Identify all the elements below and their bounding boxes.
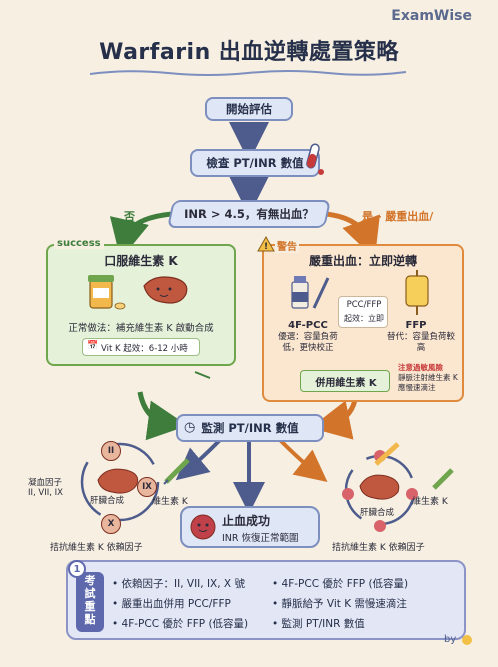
pcc-label: 4F-PCC	[288, 320, 328, 331]
liver-icon	[143, 276, 188, 304]
oral-vitk-title: 口服維生素 K	[104, 254, 178, 268]
right-vitk-label: 維生素 K	[412, 497, 448, 507]
yes-label: 是 - 嚴重出血/	[362, 210, 434, 223]
summary-panel	[66, 560, 466, 640]
left-syringe-icon	[163, 458, 190, 485]
severe-title: 嚴重出血：立即逆轉	[308, 254, 417, 268]
right-liver-label: 肝臟合成	[360, 508, 395, 518]
summary-left-item-2: • 嚴重出血併用 PCC/FFP	[112, 598, 231, 610]
pcc-ffp-label: PCC/FFP	[346, 300, 382, 310]
right-syringe-icon-a	[374, 442, 400, 466]
page-title: Warfarin 出血逆轉處置策略	[99, 40, 399, 65]
start-node: 開始評估	[205, 97, 293, 121]
pill-bottle-icon	[88, 275, 126, 310]
left-cycle-bottom: 拮抗維生素 K 依賴因子	[50, 543, 143, 553]
monitor-label: 監測 PT/INR 數值	[201, 421, 299, 435]
left-liver-label: 肝臟合成	[90, 496, 125, 506]
summary-left-item-1: • 依賴因子：II, VII, IX, X 號	[112, 578, 245, 590]
warning-tag: 警告	[275, 238, 299, 253]
summary-left-item-3: • 4F-PCC 優於 FFP (低容量)	[112, 618, 249, 630]
warning-icon: !	[257, 236, 275, 252]
decision-label: INR > 4.5，有無出血？	[184, 207, 314, 221]
right-cycle-bottom: 拮抗維生素 K 依賴因子	[332, 543, 425, 553]
summary-tag: 考試重點	[76, 572, 104, 632]
oral-vitk-desc: 正常做法：補充維生素 K 啟動合成	[68, 323, 214, 334]
signature-label: by	[444, 634, 457, 645]
summary-number: 1	[68, 560, 86, 578]
allergy-warning-title: 注意過敏風險	[398, 363, 443, 372]
stop-node: 止血成功 INR 恢復正常範圍	[180, 506, 320, 548]
no-label: 否	[124, 210, 135, 223]
left-vitk-label: 維生素 K	[152, 497, 188, 507]
allergy-warning-desc: 靜脈注射維生素 K 應慢速滴注	[398, 373, 458, 392]
onset-label: Vit K 起效：6-12 小時	[101, 344, 188, 354]
check-node: 檢查 PT/INR 數值	[190, 149, 320, 177]
pcc-ffp-box: PCC/FFP 起效：立即	[338, 296, 388, 328]
summary-tag-label: 考試重點	[84, 574, 96, 626]
calendar-icon: 📅	[87, 341, 99, 351]
summary-right-item-3: • 監測 PT/INR 數值	[272, 618, 365, 630]
right-syringe-icon-b	[432, 468, 454, 490]
svg-text:!: !	[264, 242, 268, 252]
stop-sub: INR 恢復正常範圍	[222, 533, 299, 544]
factors-label: 凝血因子 II, VII, IX	[28, 478, 63, 498]
ffp-bag-icon	[405, 270, 429, 315]
blood-tube-icon	[306, 143, 324, 175]
summary-right-item-2: • 靜脈給予 Vit K 需慢速滴注	[272, 598, 407, 610]
right-cycle-diagram	[342, 450, 418, 532]
clock-icon: ◷	[184, 420, 196, 435]
pcc-vial-icon	[291, 276, 330, 309]
pcc-desc: 優選：容量負荷低，更快校正	[278, 332, 338, 353]
combo-vitk-box: 併用維生素 K	[300, 370, 390, 392]
blood-drop-icon	[190, 514, 216, 540]
check-label: 檢查 PT/INR 數值	[206, 156, 304, 170]
stop-title: 止血成功	[222, 514, 271, 528]
brand-logo: ExamWise	[391, 8, 472, 24]
factor-ii-node: II	[101, 441, 121, 461]
title-underline	[89, 70, 407, 76]
ffp-label: FFP	[405, 320, 427, 331]
factor-ix-node: IX	[137, 477, 157, 497]
onset-badge: 📅 Vit K 起效：6-12 小時	[82, 338, 200, 356]
factor-x-node: X	[101, 514, 121, 534]
combo-vitk-label: 併用維生素 K	[315, 378, 377, 389]
ffp-desc: 替代：容量負荷較高	[386, 332, 455, 353]
success-tag: success	[54, 238, 104, 249]
pcc-ffp-onset: 起效：立即	[344, 314, 384, 323]
summary-right-item-1: • 4F-PCC 優於 FFP (低容量)	[272, 578, 409, 590]
monitor-node: ◷ 監測 PT/INR 數值	[176, 414, 324, 442]
sun-logo-icon	[462, 635, 472, 645]
